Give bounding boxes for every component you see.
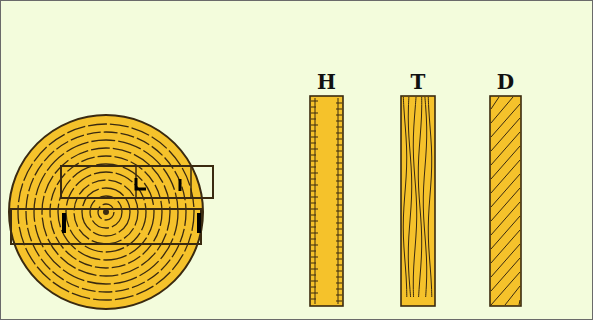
log-outline xyxy=(9,115,203,309)
board-face xyxy=(400,95,436,307)
growth-ring xyxy=(82,188,130,236)
plank-outline xyxy=(11,209,201,244)
plank-divider xyxy=(190,166,192,198)
plank-outline xyxy=(61,166,213,198)
board-face xyxy=(489,95,522,307)
growth-ring xyxy=(58,164,154,260)
growth-ring xyxy=(18,124,194,300)
wood-grain xyxy=(311,98,342,304)
board-letter: T xyxy=(400,71,436,93)
wood-grain xyxy=(491,97,520,305)
cut-mark xyxy=(197,213,201,233)
growth-ring xyxy=(66,172,146,252)
growth-ring xyxy=(34,140,178,284)
growth-ring xyxy=(74,180,138,244)
cut-mark xyxy=(179,179,182,191)
board: H xyxy=(309,71,344,307)
cut-mark xyxy=(62,213,66,233)
board-letter: D xyxy=(489,71,522,93)
log-cross-section xyxy=(9,115,213,309)
wood-grain xyxy=(403,97,432,297)
board-letter: H xyxy=(309,71,344,93)
board-face xyxy=(309,95,344,307)
growth-ring xyxy=(98,204,114,220)
board: D xyxy=(489,71,522,307)
growth-ring xyxy=(26,132,186,292)
growth-ring xyxy=(90,196,122,228)
growth-ring xyxy=(50,156,162,268)
board: T xyxy=(400,71,436,307)
cut-mark xyxy=(136,178,146,189)
